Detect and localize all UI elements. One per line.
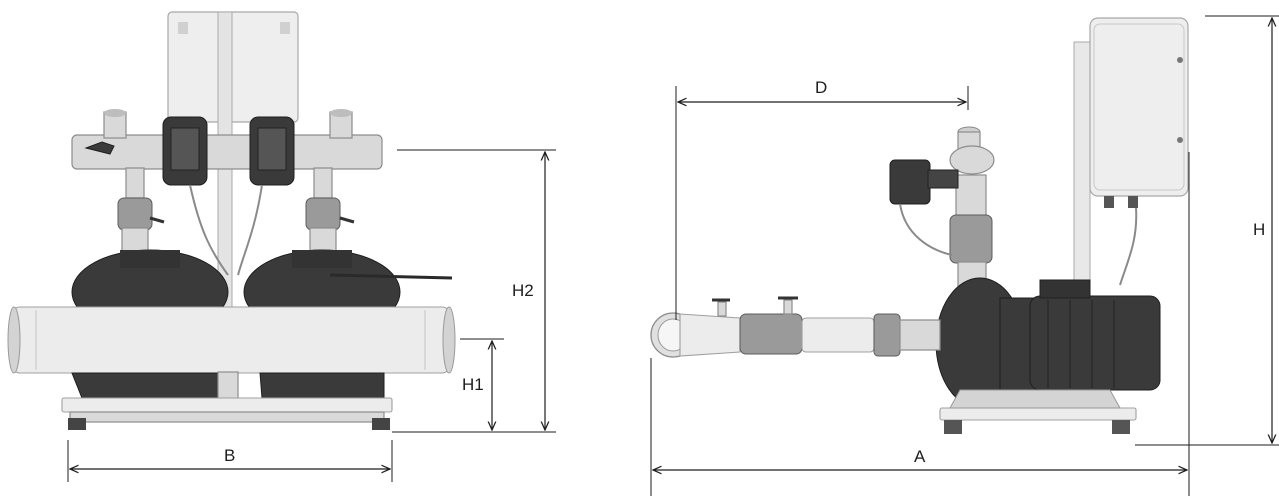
front-view-pump-set bbox=[7, 11, 456, 430]
front-dimensions bbox=[67, 149, 556, 482]
side-dimensions bbox=[650, 15, 1279, 496]
b-label: B bbox=[224, 446, 235, 465]
side-view-pump-set bbox=[650, 17, 1189, 434]
h1-label: H1 bbox=[462, 375, 484, 394]
d-label: D bbox=[815, 78, 827, 97]
h2-label: H2 bbox=[512, 281, 534, 300]
h-label: H bbox=[1253, 220, 1265, 239]
a-label: A bbox=[914, 447, 926, 466]
